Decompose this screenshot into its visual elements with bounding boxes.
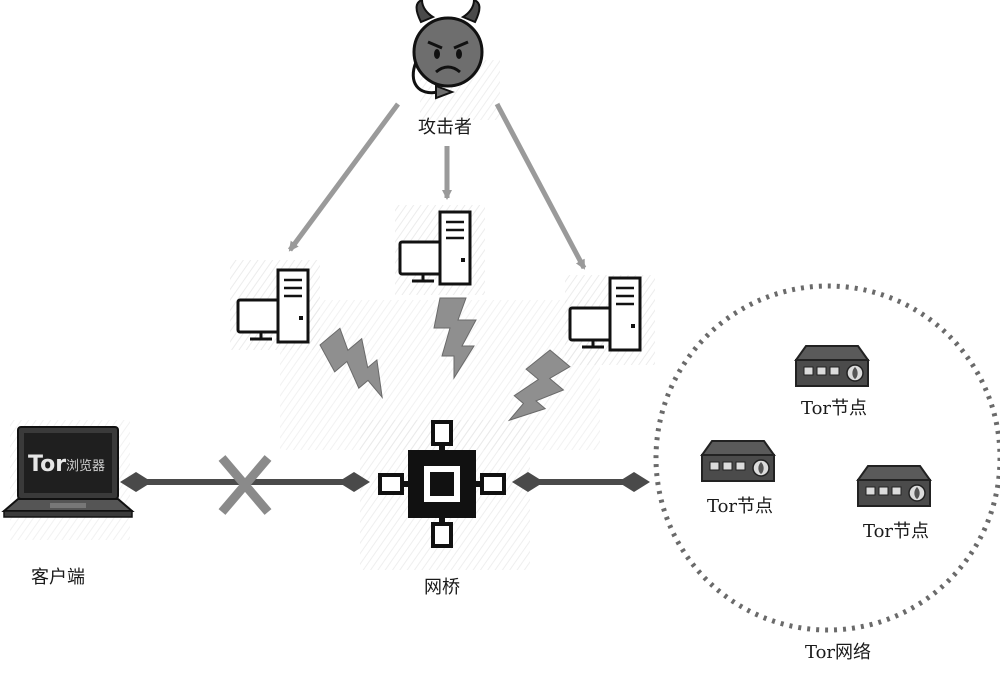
tor-network-label: Tor网络 (805, 642, 871, 663)
network-bridge-icon (378, 420, 506, 548)
tor-relay-icon-1 (795, 345, 869, 387)
tor-browser-logo-suffix: 浏览器 (66, 458, 105, 474)
devil-face-icon (411, 0, 484, 100)
tor-node-label-3: Tor节点 (863, 521, 929, 542)
tor-relay-icon-3 (857, 465, 931, 507)
tor-relay-icon-2 (701, 440, 775, 482)
attack-arrows (287, 102, 587, 270)
tor-node-label-1: Tor节点 (801, 398, 867, 419)
bridge-to-network-connection (512, 472, 650, 492)
tor-network-boundary (653, 283, 1000, 633)
blocked-connection (120, 455, 370, 515)
client-label: 客户端 (31, 567, 85, 588)
bridge-label: 网桥 (424, 577, 460, 598)
laptop-icon: Tor 浏览器 (1, 426, 135, 518)
tor-node-label-2: Tor节点 (707, 496, 773, 517)
tor-browser-logo-text: Tor (28, 452, 66, 477)
blocked-cross-icon (218, 455, 272, 515)
attacker-label: 攻击者 (418, 117, 472, 138)
